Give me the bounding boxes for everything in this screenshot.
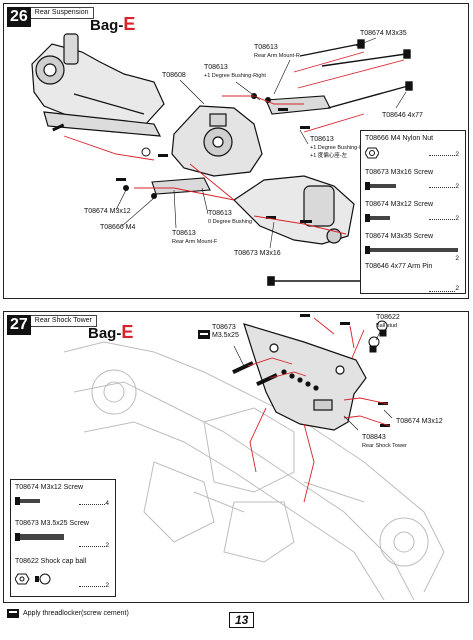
step-number: 27 bbox=[7, 315, 31, 335]
threadlocker-note: Apply threadlocker(screw cement) bbox=[7, 609, 129, 618]
part-desc: +1 Degree Bushing-Left bbox=[310, 145, 369, 151]
threadlocker-icon bbox=[198, 330, 210, 339]
legend-label: T08674 M3x35 Screw bbox=[365, 233, 434, 240]
screw-m3-5x25-icon bbox=[15, 533, 64, 541]
callout-t08666-m4: T08666 M4 bbox=[100, 224, 136, 231]
callout-t08622: T08622 Ball stud bbox=[376, 314, 400, 330]
legend-label: T08666 M4 Nylon Nut bbox=[365, 135, 434, 142]
center-gearbox bbox=[171, 105, 263, 177]
part-code: T08622 bbox=[376, 314, 400, 321]
callout-t08674-m3x35: T08674 M3x35 bbox=[360, 30, 407, 37]
bag-prefix: Bag- bbox=[90, 17, 124, 34]
page-number: 13 bbox=[229, 612, 255, 628]
legend-qty: 2 bbox=[105, 582, 109, 589]
callout-bushing-left: T08613 +1 Degree Bushing-Left +1 度偏心座-左 bbox=[310, 136, 368, 160]
part-desc: +1 Degree Bushing-Right bbox=[204, 73, 266, 79]
leader-lines bbox=[233, 331, 393, 431]
legend-label: T08674 M3x12 Screw bbox=[15, 484, 84, 491]
step-title: Rear Suspension bbox=[30, 7, 94, 19]
shock-tower bbox=[243, 323, 367, 431]
parts-legend-27: T08674 M3x12 Screw 4 T08673 M3.5x25 Scre… bbox=[10, 479, 116, 597]
chassis-outline bbox=[63, 341, 445, 601]
leader-lines bbox=[115, 37, 407, 249]
bag-letter: E bbox=[123, 14, 136, 34]
callout-zero-degree-bushing: T08613 0 Degree Bushing bbox=[208, 210, 252, 226]
step-26-header: 26 Rear Suspension bbox=[7, 7, 94, 27]
bag-label: Bag-E bbox=[90, 14, 135, 35]
screw-m3x16-icon bbox=[365, 182, 396, 190]
legend-label: T08674 M3x12 Screw bbox=[365, 201, 434, 208]
part-code: T08673 bbox=[212, 324, 236, 331]
legend-qty: 2 bbox=[455, 285, 459, 292]
screw-m3x12-icon bbox=[15, 497, 40, 505]
step-number: 26 bbox=[7, 7, 31, 27]
legend-label: T08622 Shock cap ball bbox=[15, 558, 87, 565]
legend-qty: 2 bbox=[105, 542, 109, 549]
qty-dots bbox=[429, 187, 455, 188]
nylon-nut-icon bbox=[365, 147, 379, 159]
bag-prefix: Bag- bbox=[88, 325, 122, 342]
legend-label: T08673 M3x16 Screw bbox=[365, 169, 434, 176]
shock-cap-ball-icon bbox=[15, 573, 51, 585]
callout-bushing-right: T08613 +1 Degree Bushing-Right bbox=[204, 64, 266, 80]
legend-label: T08673 M3.5x25 Screw bbox=[15, 520, 89, 527]
part-code: T08613 bbox=[254, 44, 278, 51]
callout-t08843: T08843 Rear Shock Tower bbox=[362, 434, 407, 450]
part-desc: Ball stud bbox=[376, 323, 398, 329]
right-arm-assembly bbox=[233, 175, 355, 245]
legend-qty: 2 bbox=[455, 215, 459, 222]
qty-dots bbox=[79, 586, 105, 587]
legend-qty: 2 bbox=[455, 151, 459, 158]
left-arm-assembly bbox=[31, 33, 165, 137]
part-size: M3.5x25 bbox=[212, 332, 239, 339]
callout-t08674-m3x12: T08674 M3x12 bbox=[396, 418, 443, 425]
callout-rear-arm-mount-f: T08613 Rear Arm Mount-F bbox=[172, 230, 217, 246]
note-text: Apply threadlocker(screw cement) bbox=[23, 610, 129, 617]
exploded-view-lines bbox=[247, 317, 391, 503]
part-desc: Rear Arm Mount-F bbox=[172, 239, 218, 245]
part-code: T08613 bbox=[310, 136, 334, 143]
part-code: T08843 bbox=[362, 434, 386, 441]
part-desc: Rear Shock Tower bbox=[362, 443, 407, 449]
part-desc: Rear Arm Mount-R bbox=[254, 53, 300, 59]
callout-t08646: T08646 4x77 bbox=[382, 112, 423, 119]
qty-dots bbox=[79, 504, 105, 505]
rear-shock-tower-drawing bbox=[63, 314, 445, 601]
callout-t08608: T08608 bbox=[162, 72, 186, 79]
part-code: T08613 bbox=[208, 210, 232, 217]
step-26-panel: 26 Rear Suspension Bag-E bbox=[3, 3, 469, 299]
threadlocker-icon bbox=[7, 609, 19, 618]
legend-qty: 4 bbox=[105, 500, 109, 507]
callout-t08673-m3x16: T08673 M3x16 bbox=[234, 250, 281, 257]
rear-suspension-drawing bbox=[31, 33, 448, 286]
part-desc-cn: +1 度偏心座-左 bbox=[310, 153, 348, 159]
bag-label: Bag-E bbox=[88, 322, 133, 343]
step-27-panel: 27 Rear Shock Tower Bag-E bbox=[3, 311, 469, 603]
step-27-header: 27 Rear Shock Tower bbox=[7, 315, 97, 335]
qty-dots bbox=[429, 291, 455, 292]
part-desc: 0 Degree Bushing bbox=[208, 219, 253, 225]
tower-screws bbox=[232, 314, 390, 427]
exploded-view-lines bbox=[63, 51, 405, 235]
callout-rear-arm-mount-r: T08613 Rear Arm Mount-R bbox=[254, 44, 300, 60]
qty-dots bbox=[79, 546, 105, 547]
legend-qty: 2 bbox=[455, 183, 459, 190]
legend-label: T08646 4x77 Arm Pin bbox=[365, 263, 433, 270]
callout-t08673: T08673 M3.5x25 bbox=[198, 324, 239, 340]
qty-dots bbox=[429, 219, 455, 220]
bag-letter: E bbox=[121, 322, 134, 342]
part-code: T08613 bbox=[204, 64, 228, 71]
legend-qty: 2 bbox=[455, 255, 459, 262]
step-title: Rear Shock Tower bbox=[30, 315, 97, 327]
parts-legend-26: T08666 M4 Nylon Nut 2 T08673 M3x16 Screw… bbox=[360, 130, 466, 294]
screw-m3x35-icon bbox=[365, 246, 458, 254]
callout-t08674-m3x12: T08674 M3x12 bbox=[84, 208, 131, 215]
page-footer: Apply threadlocker(screw cement) 13 bbox=[3, 606, 469, 637]
part-code: T08613 bbox=[172, 230, 196, 237]
screw-m3x12-icon bbox=[365, 214, 390, 222]
qty-dots bbox=[429, 155, 455, 156]
